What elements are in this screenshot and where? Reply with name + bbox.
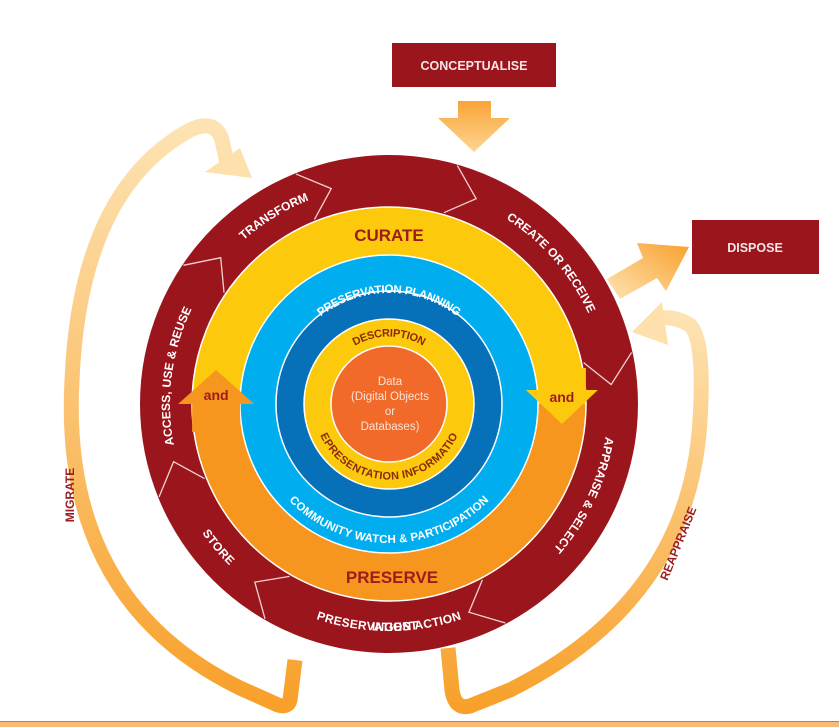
- segment-label-ingest: INGEST: [371, 618, 419, 634]
- data-core-text-line: Databases): [361, 421, 420, 433]
- preserve-label: PRESERVE: [346, 568, 438, 587]
- and-arrow-shaft: [537, 367, 586, 392]
- conceptualise-box[interactable]: [392, 43, 556, 87]
- data-core: [330, 345, 448, 463]
- migrate-arrowhead-icon: [205, 148, 252, 178]
- curate-ring-border: [191, 206, 587, 602]
- segment-chevron-divider: [158, 460, 205, 498]
- bottom-divider: [0, 721, 839, 727]
- dispose-label: DISPOSE: [727, 241, 783, 255]
- segment-chevron-divider: [468, 579, 506, 624]
- dispose-box[interactable]: [692, 220, 819, 274]
- segment-chevron-divider: [295, 173, 333, 220]
- dispose-arrow-icon: [607, 243, 689, 299]
- segment-chevron-divider: [183, 256, 225, 293]
- reappraise-arrowhead-icon: [632, 302, 668, 345]
- segment-chevron-divider: [443, 165, 478, 214]
- reappraise-loop-arrow: [440, 310, 709, 715]
- curate-label: CURATE: [354, 226, 424, 245]
- dispose-group: DISPOSE: [607, 220, 819, 299]
- conceptualise-arrow-icon: [438, 101, 510, 152]
- and-label-right: and: [549, 389, 574, 405]
- and-arrow-up-icon: [178, 369, 255, 404]
- data-core-text-line: Data: [378, 376, 403, 388]
- data-core-text-line: or: [385, 406, 395, 418]
- occasional-action-loops: MIGRATE REAPPRAISE: [63, 118, 709, 715]
- segment-chevron-divider: [253, 575, 290, 619]
- conceptualise-group: CONCEPTUALISE: [392, 43, 556, 152]
- and-arrow-down-icon: [525, 389, 598, 424]
- migrate-label: MIGRATE: [63, 468, 77, 522]
- migrate-loop-arrow: [63, 118, 303, 714]
- data-core-text-line: (Digital Objects: [351, 391, 429, 403]
- conceptualise-label: CONCEPTUALISE: [421, 59, 528, 73]
- and-label-left: and: [204, 387, 229, 403]
- and-arrow-shaft: [192, 401, 241, 432]
- segment-chevron-divider: [583, 352, 633, 386]
